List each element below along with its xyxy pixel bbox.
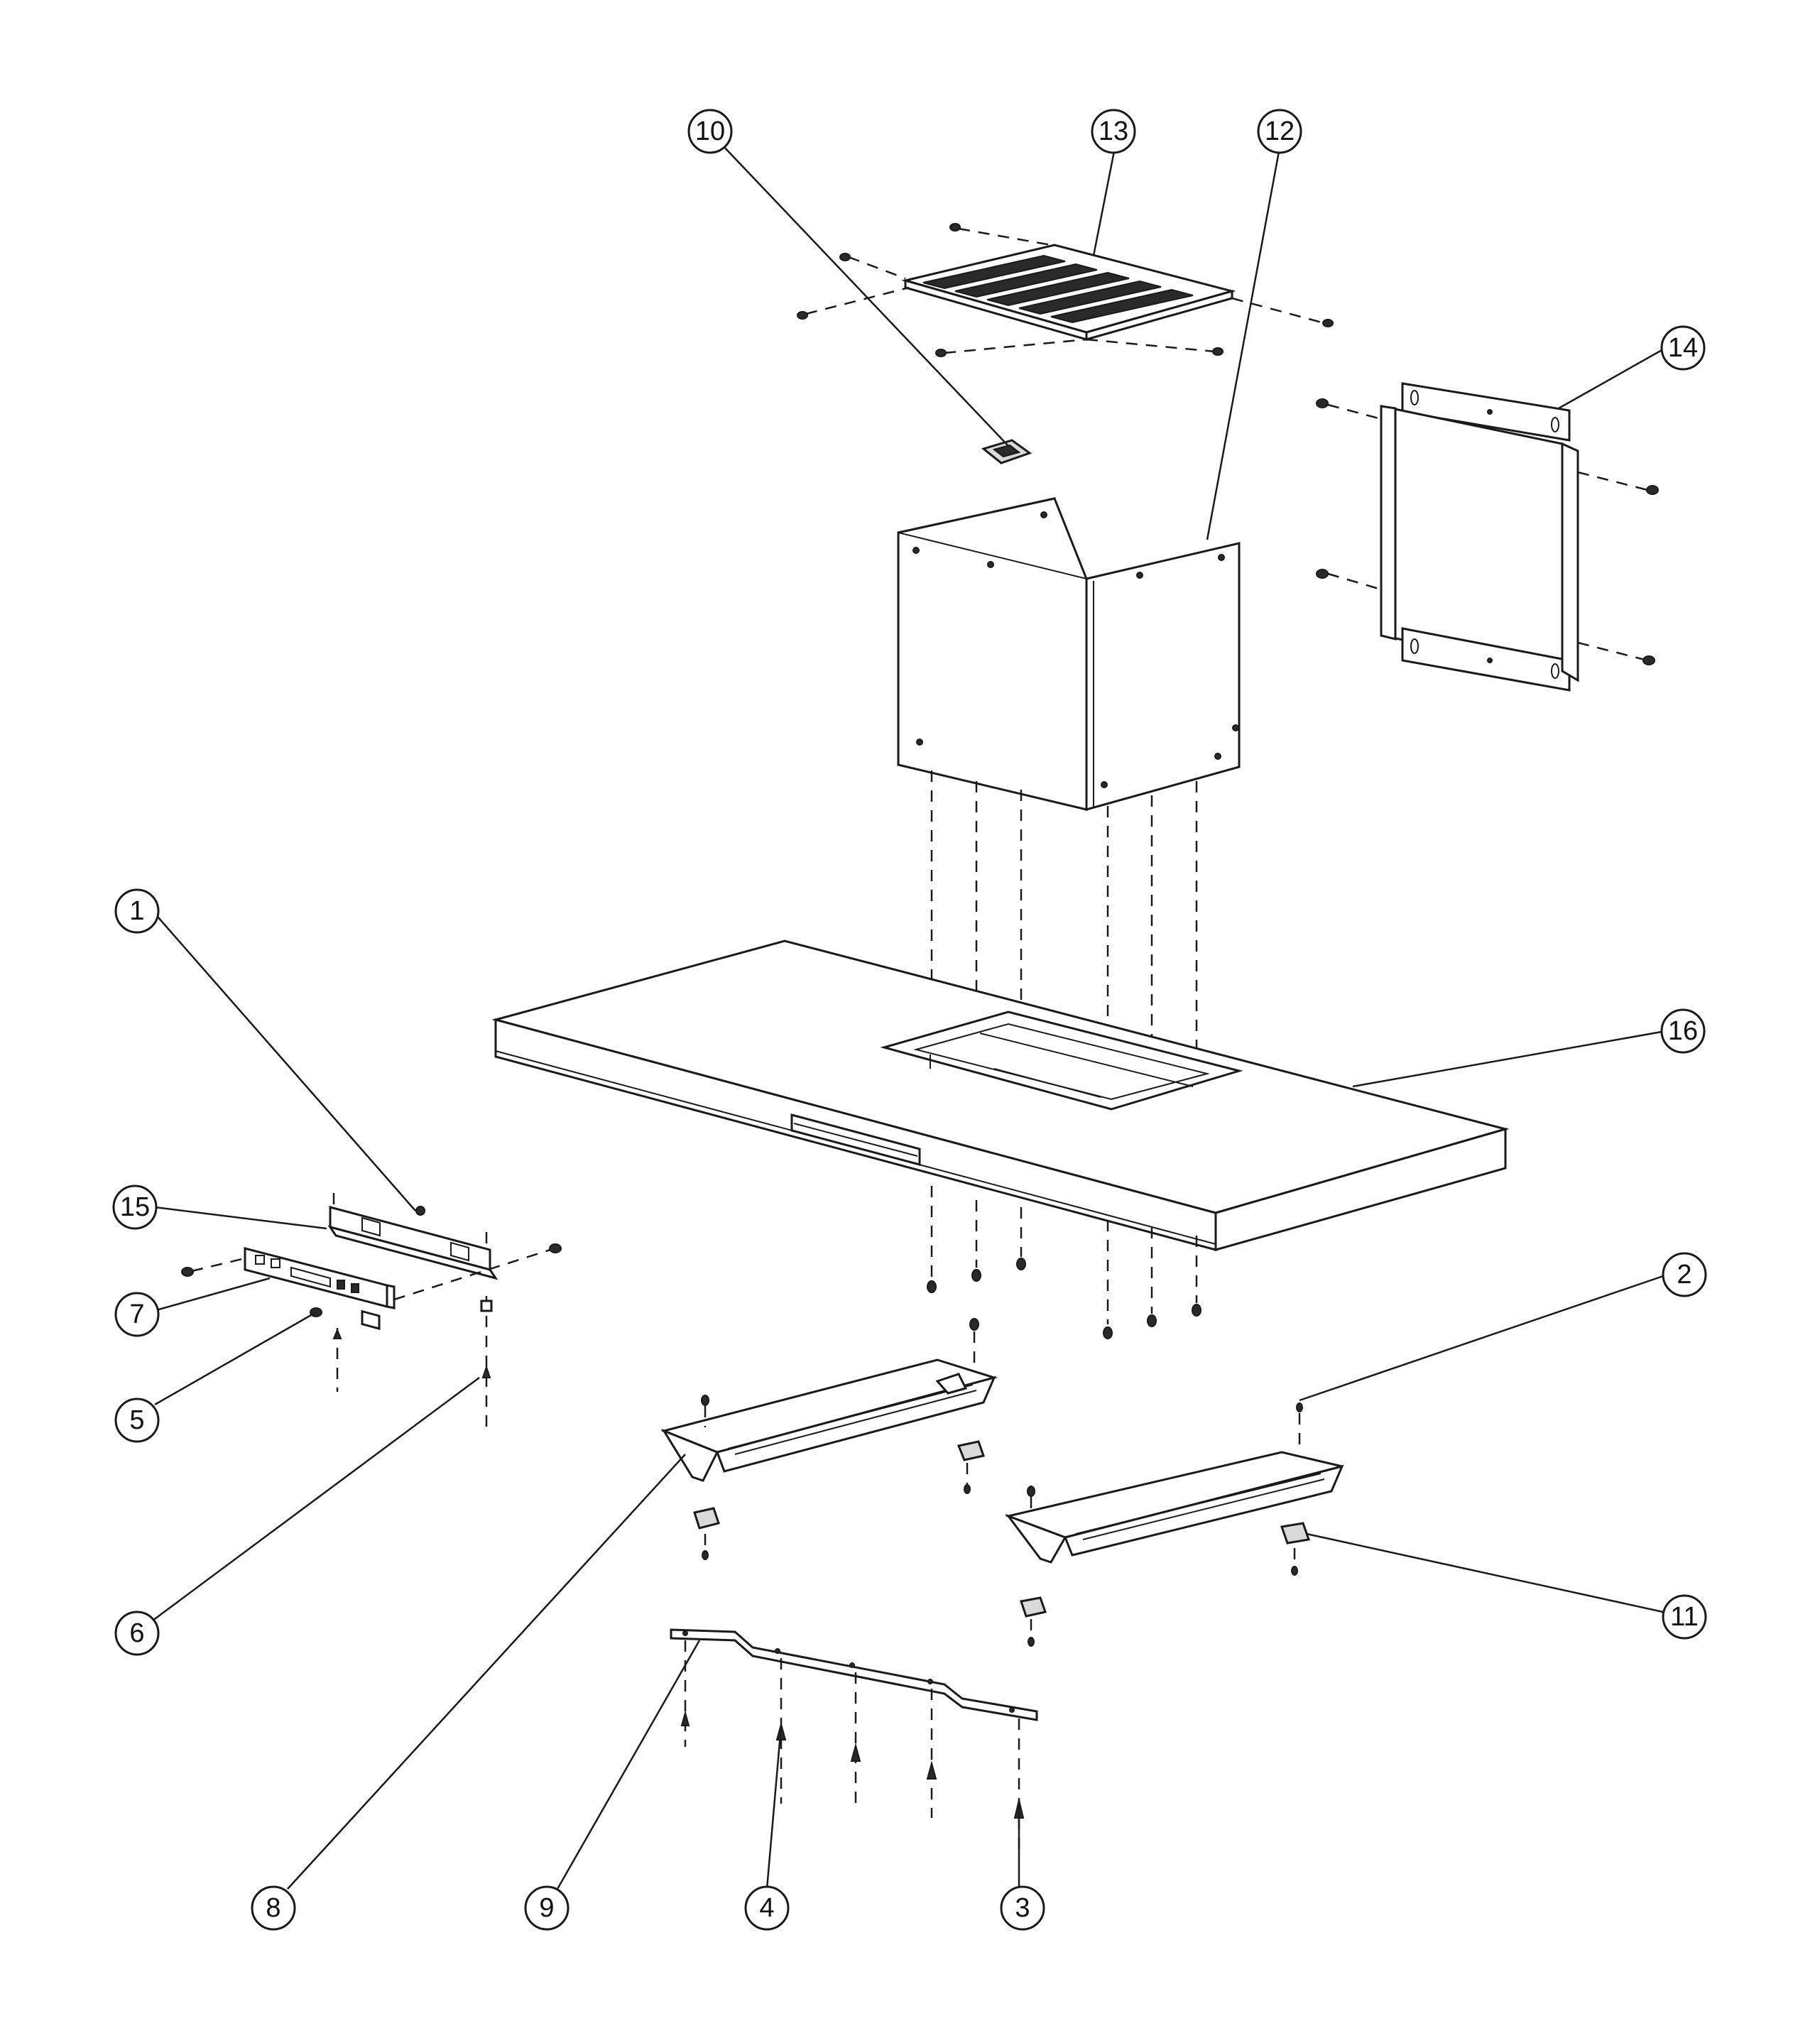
callout-label-10: 10 (695, 116, 725, 146)
callout-label-8: 8 (266, 1893, 280, 1923)
callout-15: 15 (112, 1184, 158, 1230)
control-bracket (327, 1193, 498, 1330)
hood-body (491, 939, 1510, 1251)
callout-5: 5 (114, 1398, 160, 1443)
callout-10: 10 (687, 109, 733, 154)
bracket-screws (1316, 398, 1659, 665)
callout-label-1: 1 (129, 896, 144, 926)
callout-1: 1 (114, 888, 160, 934)
panel-screws (181, 1206, 562, 1431)
damper-connector (981, 439, 1032, 464)
callout-label-6: 6 (129, 1618, 144, 1648)
chimney-cover (897, 497, 1241, 811)
support-rail-right (1004, 1451, 1344, 1564)
cross-bar (670, 1628, 1038, 1721)
callout-label-5: 5 (129, 1405, 144, 1435)
leader-lines (152, 143, 1668, 1890)
callout-6: 6 (114, 1611, 160, 1656)
callout-8: 8 (251, 1885, 296, 1931)
callout-label-4: 4 (759, 1893, 774, 1923)
callout-11: 11 (1662, 1594, 1707, 1640)
callout-label-16: 16 (1668, 1016, 1698, 1046)
callout-label-7: 7 (129, 1300, 144, 1329)
callout-label-12: 12 (1265, 116, 1295, 146)
switch-panel (244, 1247, 396, 1309)
callout-12: 12 (1257, 109, 1302, 154)
callout-3: 3 (1000, 1885, 1045, 1931)
callout-label-2: 2 (1677, 1260, 1691, 1290)
callout-14: 14 (1660, 325, 1706, 371)
grille-screws (797, 223, 1334, 357)
callout-7: 7 (114, 1292, 160, 1337)
right-rail-hardware (1020, 1402, 1311, 1647)
callout-13: 13 (1091, 109, 1136, 154)
callout-label-14: 14 (1668, 333, 1698, 363)
callout-2: 2 (1662, 1252, 1707, 1297)
support-rail-left (660, 1358, 998, 1482)
callout-label-11: 11 (1670, 1602, 1698, 1632)
top-grille-plate (901, 244, 1236, 341)
chimney-holes (912, 511, 1239, 788)
callout-label-15: 15 (120, 1192, 150, 1222)
callout-9: 9 (524, 1885, 570, 1931)
mounting-bracket (1380, 382, 1579, 692)
callout-label-13: 13 (1099, 116, 1128, 146)
left-rail-hardware (693, 1318, 985, 1560)
callout-4: 4 (744, 1885, 790, 1931)
callout-label-3: 3 (1015, 1893, 1030, 1923)
callout-label-9: 9 (539, 1893, 554, 1923)
callout-16: 16 (1660, 1008, 1706, 1054)
alignment-lines-lower (927, 1186, 1201, 1339)
cross-bar-screws (680, 1640, 1025, 1853)
